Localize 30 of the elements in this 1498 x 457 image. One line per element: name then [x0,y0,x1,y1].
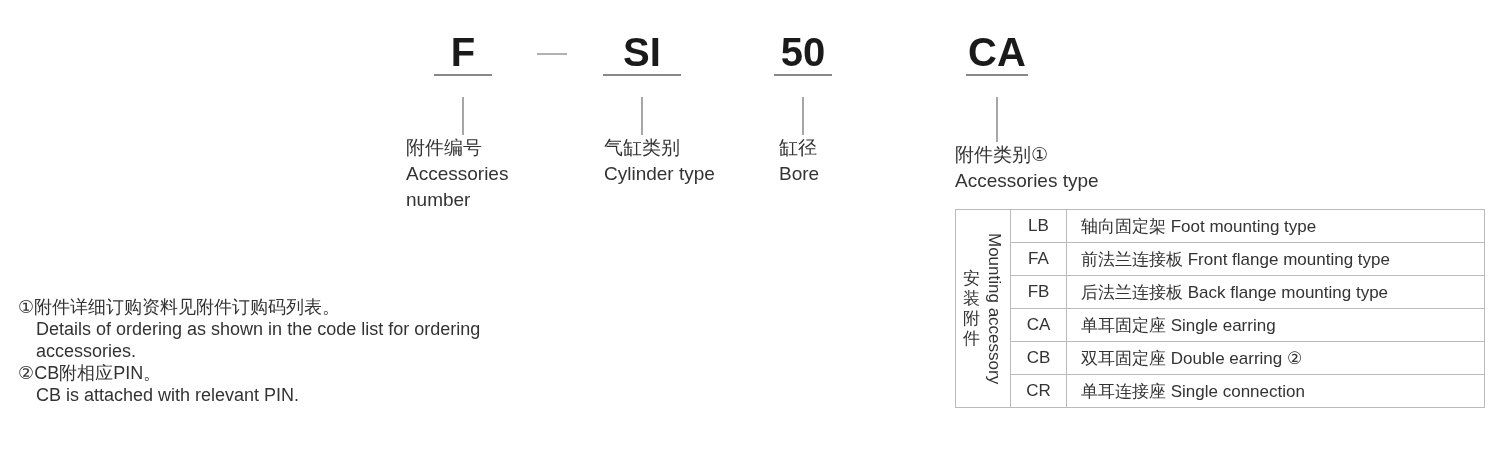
segment-label: 气缸类别 Cylinder type [604,135,715,187]
footnote-text: CB is attached with relevant PIN. [35,384,301,406]
leader-line [641,96,643,136]
description-cell: 单耳固定座 Single earring [1066,308,1485,342]
footnote-heading: ①附件详细订购资料见附件订购码列表。 [18,296,342,318]
description-cell: 轴向固定架 Foot mounting type [1066,209,1485,243]
code-segment: F [434,28,492,97]
segment-label: 附件编号 Accessories number [406,135,546,213]
category-label: Mounting accessory [984,232,1005,385]
code-cell: CA [1010,308,1067,342]
leader-line [802,96,804,136]
description-cell: 单耳连接座 Single connection [1066,374,1485,408]
leader-line [996,96,998,143]
leader-line [462,96,464,136]
code-segment: CA [966,28,1028,97]
category-label: 安装附件 [961,268,981,349]
code-segment: SI [603,28,681,97]
footnote-text: Details of ordering as shown in the code list for ordering accessories. [35,318,482,362]
segment-label: 缸径 Bore [779,135,820,187]
code-cell: LB [1010,209,1067,243]
code-cell: FA [1010,242,1067,276]
code-segment: 50 [774,28,832,97]
code-cell: FB [1010,275,1067,309]
description-cell: 前法兰连接板 Front flange mounting type [1066,242,1485,276]
description-cell: 双耳固定座 Double earring ② [1066,341,1485,375]
description-cell: 后法兰连接板 Back flange mounting type [1066,275,1485,309]
footnote-heading: ②CB附相应PIN。 [18,362,163,384]
segment-label: 附件类别① Accessories type [955,142,1099,194]
code-cell: CB [1010,341,1067,375]
code-cell: CR [1010,374,1067,408]
